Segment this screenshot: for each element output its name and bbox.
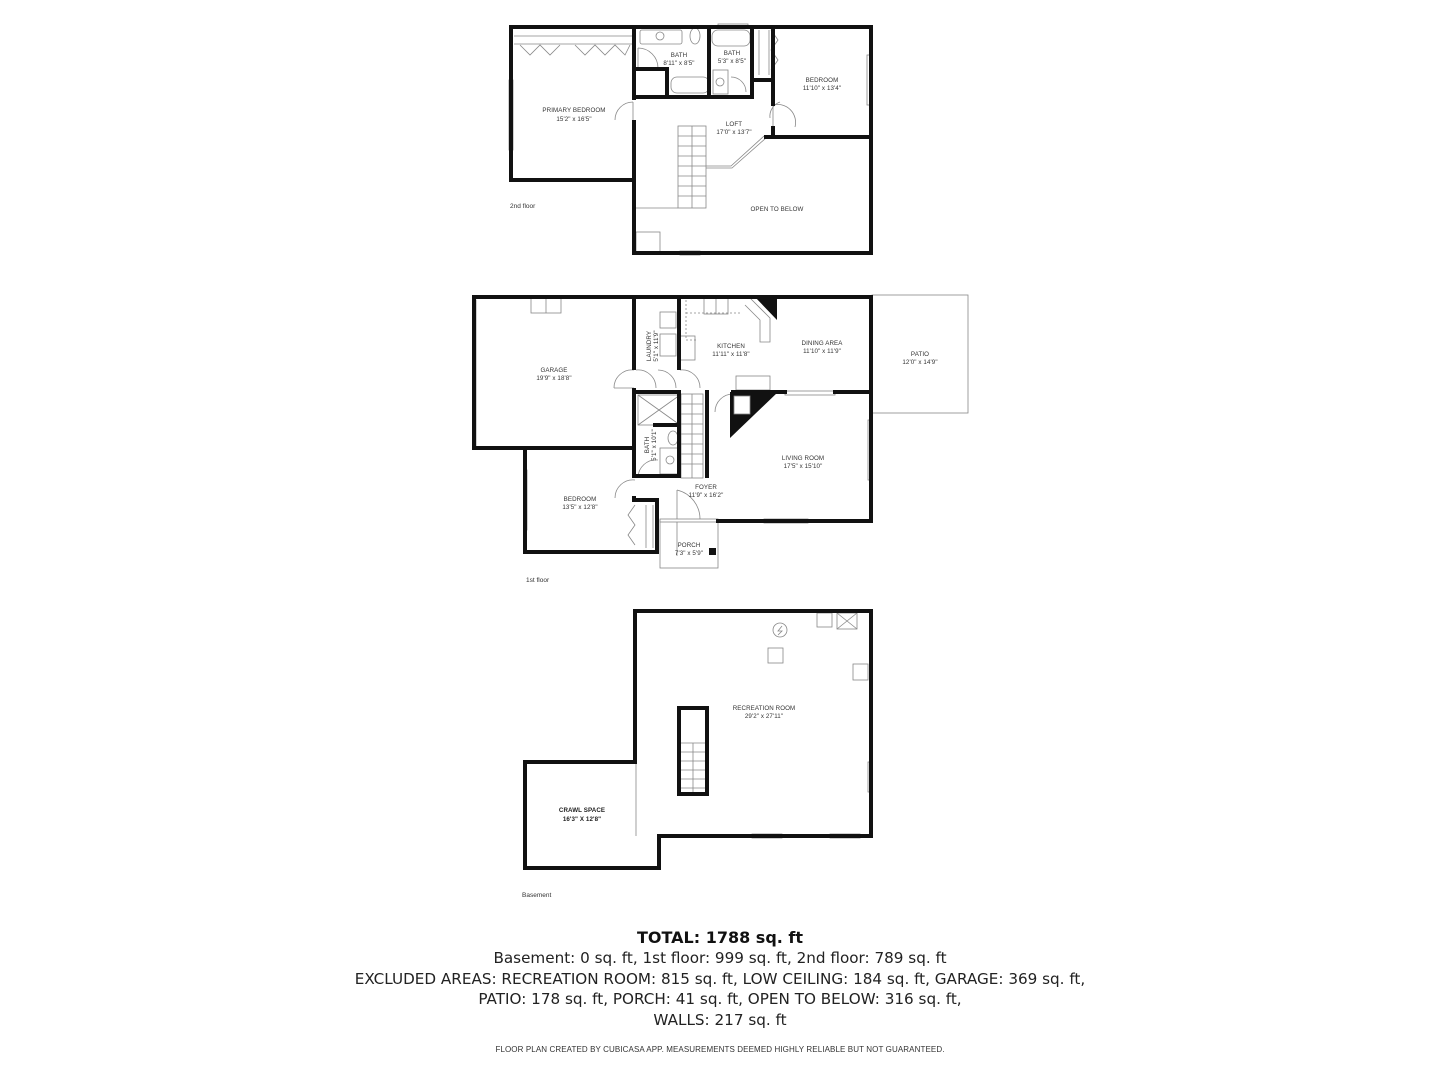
- floor-label-1st: 1st floor: [526, 577, 550, 584]
- room-name-primary-bedroom: PRIMARY BEDROOM: [542, 107, 605, 114]
- floor-areas-line: Basement: 0 sq. ft, 1st floor: 999 sq. f…: [493, 949, 947, 967]
- total-area: TOTAL: 1788 sq. ft: [636, 928, 804, 947]
- room-dims-living-room: 17'5" x 15'10": [784, 463, 823, 470]
- room-dims-kitchen: 11'11" x 11'8": [712, 351, 749, 358]
- room-name-kitchen: KITCHEN: [717, 343, 745, 350]
- room-dims-patio: 12'0" x 14'9": [902, 359, 937, 366]
- room-dims-laundry: 5'1" x 11'9": [653, 330, 660, 361]
- room-dims-dining-area: 11'10" x 11'9": [803, 348, 841, 355]
- room-name-bedroom-2nd: BEDROOM: [806, 77, 839, 84]
- room-name-porch: PORCH: [678, 542, 701, 549]
- chimney-fill: [755, 297, 777, 320]
- room-dims-crawl-space: 16'3" X 12'8": [563, 816, 601, 823]
- floor-label-2nd: 2nd floor: [510, 203, 536, 210]
- room-name-recreation-room: RECREATION ROOM: [733, 705, 796, 712]
- disclaimer: FLOOR PLAN CREATED BY CUBICASA APP. MEAS…: [495, 1045, 945, 1054]
- room-name-patio: PATIO: [911, 351, 929, 358]
- room-dims-garage: 19'9" x 18'8": [536, 375, 571, 382]
- room-dims-recreation-room: 29'2" x 27'11": [745, 713, 783, 720]
- area-summary: TOTAL: 1788 sq. ft Basement: 0 sq. ft, 1…: [0, 927, 1440, 1030]
- room-dims-foyer: 11'9" x 16'2": [689, 492, 724, 499]
- floor-label-basement: Basement: [522, 892, 551, 899]
- room-name-bath-2: BATH: [724, 50, 740, 57]
- room-dims-primary-bedroom: 15'2" x 16'5": [556, 116, 591, 123]
- first-floor-plan: GARAGE 19'9" x 18'8" LAUNDRY 5'1" x 11'9…: [472, 294, 969, 584]
- basement-plan: RECREATION ROOM 29'2" x 27'11" CRAWL SPA…: [522, 609, 873, 899]
- room-name-garage: GARAGE: [540, 367, 567, 374]
- second-floor-plan: PRIMARY BEDROOM 15'2" x 16'5" BATH 8'11"…: [508, 23, 873, 256]
- room-name-open-to-below: OPEN TO BELOW: [751, 206, 804, 213]
- excluded-areas-line-3: WALLS: 217 sq. ft: [653, 1010, 787, 1029]
- room-dims-bath-2: 5'3" x 8'5": [718, 58, 746, 65]
- room-dims-bedroom-1st: 13'5" x 12'8": [562, 504, 597, 511]
- room-name-foyer: FOYER: [695, 484, 717, 491]
- room-name-bedroom-1st: BEDROOM: [564, 496, 597, 503]
- excluded-areas-line-1: EXCLUDED AREAS: RECREATION ROOM: 815 sq.…: [354, 969, 1086, 988]
- room-name-crawl-space: CRAWL SPACE: [559, 807, 605, 814]
- room-name-dining-area: DINING AREA: [802, 340, 844, 347]
- room-name-living-room: LIVING ROOM: [782, 455, 824, 462]
- room-name-bath-1: BATH: [671, 52, 687, 59]
- excluded-areas-line-2: PATIO: 178 sq. ft, PORCH: 41 sq. ft, OPE…: [478, 990, 962, 1008]
- room-name-loft: LOFT: [726, 121, 742, 128]
- room-dims-bath-1st: 5'1" x 10'1": [651, 429, 658, 461]
- room-name-laundry: LAUNDRY: [646, 331, 653, 361]
- room-dims-loft: 17'0" x 13'7": [716, 129, 751, 136]
- room-dims-porch: 7'3" x 5'9": [675, 550, 703, 557]
- room-name-bath-1st: BATH: [644, 437, 651, 453]
- room-dims-bath-1: 8'11" x 8'5": [663, 60, 694, 67]
- room-dims-bedroom-2nd: 11'10" x 13'4": [803, 85, 841, 92]
